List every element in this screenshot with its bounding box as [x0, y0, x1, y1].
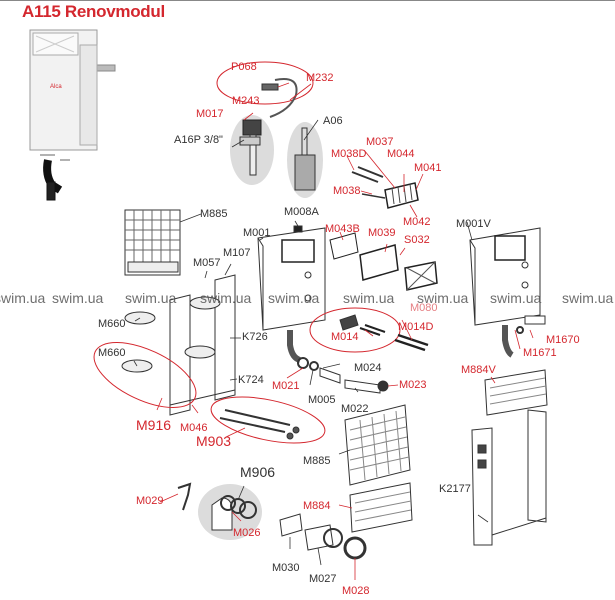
part-label-m885-bottom: M885 [303, 455, 331, 467]
part-label-m030: M030 [272, 562, 300, 574]
part-label-m044: M044 [387, 148, 415, 160]
watermark: swim.ua [490, 290, 542, 306]
part-label-a06: A06 [323, 115, 343, 127]
part-label-m046: M046 [180, 422, 208, 434]
watermark: swim.ua [52, 290, 104, 306]
part-label-m243: M243 [232, 95, 260, 107]
part-label-s032: S032 [404, 234, 430, 246]
flush-plate-frame [351, 166, 419, 209]
part-label-m884v: M884V [461, 364, 496, 376]
part-label-m017: M017 [196, 108, 224, 120]
part-label-m884: M884 [303, 500, 331, 512]
part-label-m885-top: M885 [200, 208, 228, 220]
callout-m014 [309, 307, 401, 353]
cistern-m001v [469, 227, 546, 358]
part-label-m028: M028 [342, 585, 370, 597]
part-label-m041: M041 [414, 162, 442, 174]
watermark: swim.ua [0, 290, 46, 306]
callout-m903 [210, 396, 326, 444]
watermark: swim.ua [562, 290, 614, 306]
frame-k2177 [471, 409, 547, 546]
part-label-m660-b: M660 [98, 347, 126, 359]
watermark: swim.ua [417, 290, 469, 306]
frame-k726 [121, 274, 236, 416]
watermark: swim.ua [268, 290, 320, 306]
top-border [0, 0, 615, 1]
grille-m885-top [124, 209, 181, 276]
part-label-m039: M039 [368, 227, 396, 239]
part-label-m1670: M1670 [546, 334, 580, 346]
diagram-title: A115 Renovmodul [22, 2, 165, 21]
part-label-m043b: M043B [325, 223, 360, 235]
part-label-m107: M107 [223, 247, 251, 259]
part-label-m026: M026 [233, 527, 261, 539]
part-label-k726: K726 [242, 331, 268, 343]
part-label-m057: M057 [193, 257, 221, 269]
watermark: swim.ua [125, 290, 177, 306]
part-label-m232: M232 [306, 72, 334, 84]
part-label-m037: M037 [366, 136, 394, 148]
part-label-a16p: A16P 3/8" [174, 134, 223, 146]
part-label-m660-a: M660 [98, 318, 126, 330]
part-label-m029: M029 [136, 495, 164, 507]
part-label-m021: M021 [272, 380, 300, 392]
part-label-m014: M014 [331, 331, 359, 343]
part-label-m008a: M008A [284, 206, 319, 218]
part-label-m042: M042 [403, 216, 431, 228]
part-label-m001v: M001V [456, 218, 491, 230]
part-label-k724: K724 [238, 374, 264, 386]
watermark: swim.ua [343, 290, 395, 306]
callout-p068 [216, 61, 314, 105]
grille-m885-bottom [344, 404, 411, 486]
part-label-m038: M038 [333, 185, 361, 197]
callout-m916 [93, 342, 197, 408]
part-label-m014d: M014D [398, 321, 434, 333]
part-label-m916: M916 [136, 417, 172, 433]
part-label-m038d: M038D [331, 148, 367, 160]
part-label-m005: M005 [308, 394, 336, 406]
part-label-m001: M001 [243, 227, 271, 239]
part-label-m027: M027 [309, 573, 337, 585]
product-photo: Alca [29, 29, 116, 201]
part-label-m023: M023 [399, 379, 427, 391]
part-label-m024: M024 [354, 362, 382, 374]
svg-text:Alca: Alca [50, 84, 62, 90]
part-label-m906: M906 [240, 464, 276, 480]
part-label-m022: M022 [341, 403, 369, 415]
part-label-m903: M903 [196, 433, 232, 449]
part-label-p068: P068 [231, 61, 257, 73]
watermark: swim.ua [200, 290, 252, 306]
part-label-m1671: M1671 [523, 347, 557, 359]
part-label-m080: M080 [410, 302, 438, 314]
part-label-k2177: K2177 [439, 483, 471, 495]
